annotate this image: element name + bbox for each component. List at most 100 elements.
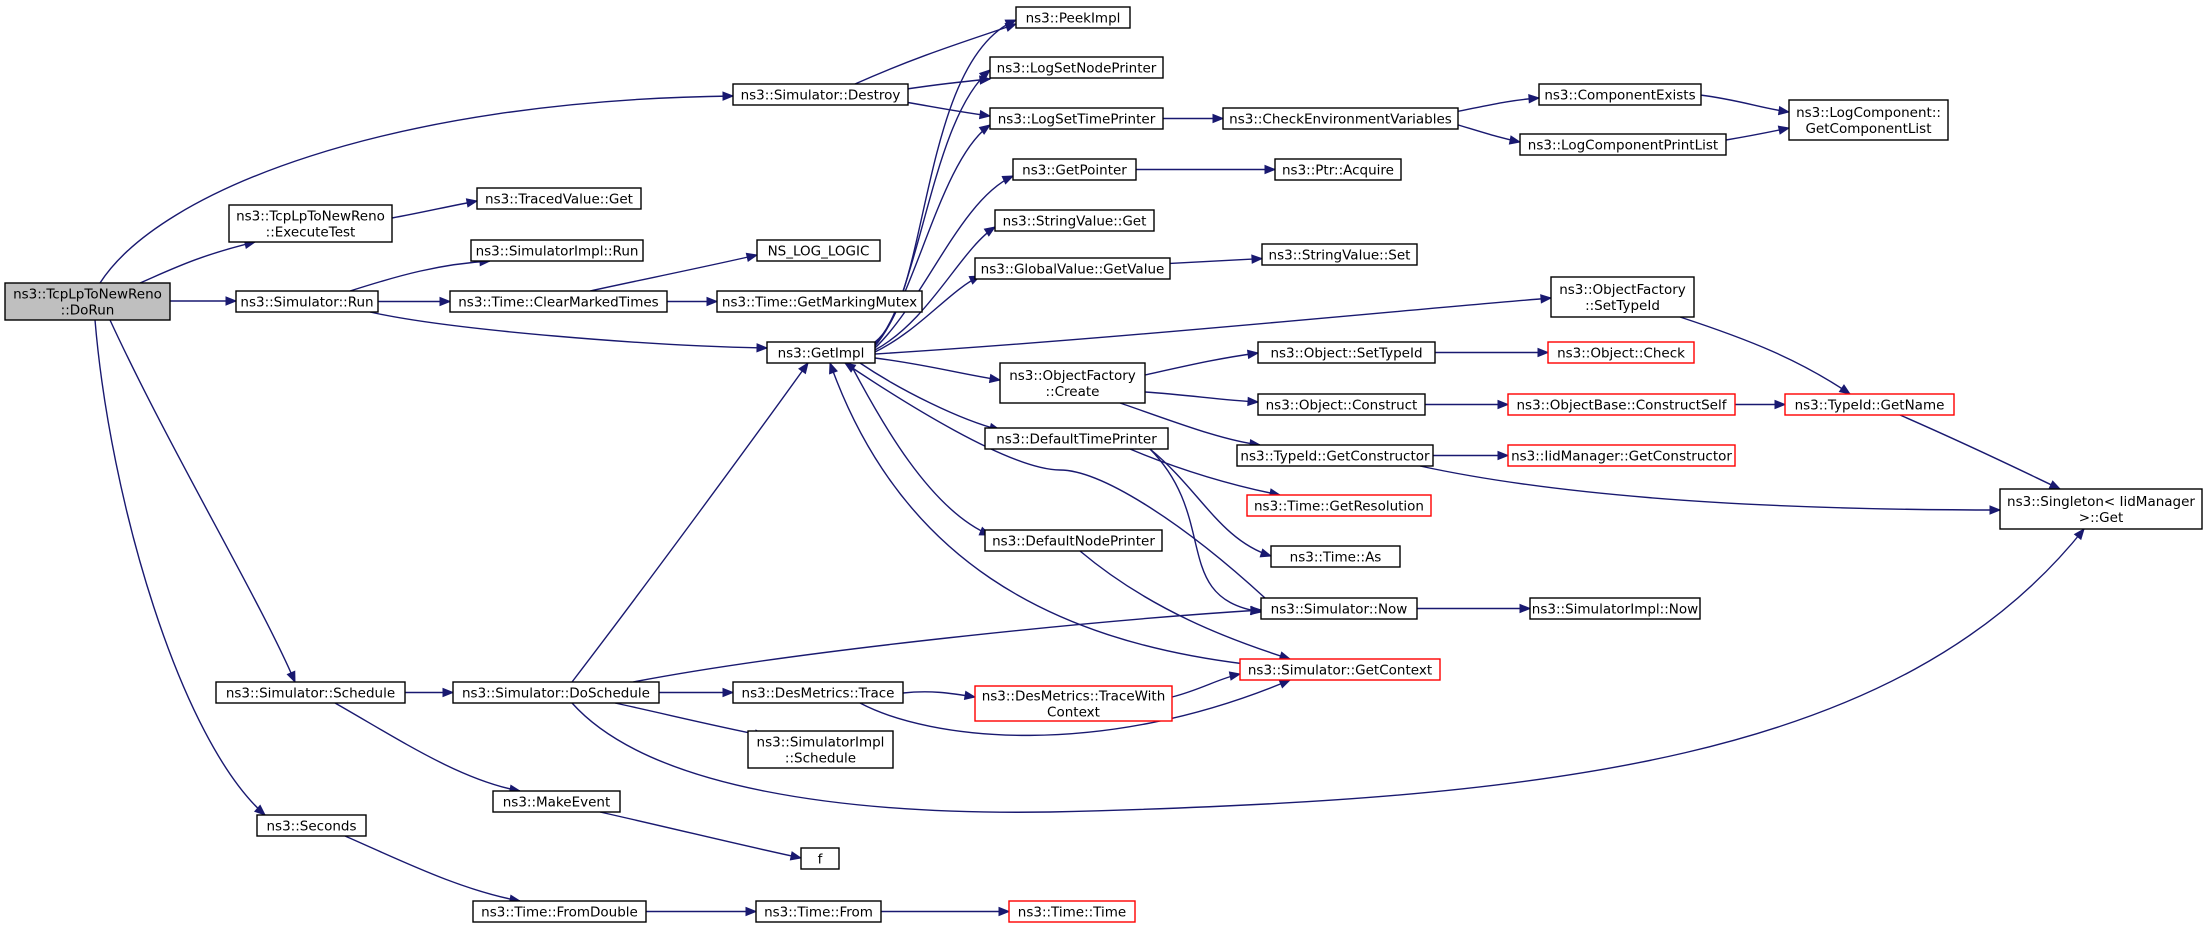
node-ofsettype[interactable]: ns3::ObjectFactory::SetTypeId [1550, 276, 1695, 318]
arrowhead-typeidname-to-singleton [2048, 480, 2062, 490]
node-seconds[interactable]: ns3::Seconds [256, 814, 367, 837]
arrowhead-getcontext-to-getimpl [829, 361, 838, 375]
node-peekimpl[interactable]: ns3::PeekImpl [1015, 6, 1131, 29]
node-timetime[interactable]: ns3::Time::Time [1008, 900, 1136, 923]
arrowhead-getimpl-to-peekimpl [1004, 19, 1018, 29]
edge-simrun-to-simimplrun [349, 260, 491, 292]
node-logprintlist[interactable]: ns3::LogComponentPrintList [1519, 133, 1727, 156]
node-schedule[interactable]: ns3::Simulator::Schedule [215, 681, 406, 704]
node-label-destrace-line-0: ns3::DesMetrics::Trace [742, 686, 895, 702]
node-iidctor[interactable]: ns3::IidManager::GetConstructor [1507, 444, 1736, 467]
node-ptracquire[interactable]: ns3::Ptr::Acquire [1274, 158, 1402, 181]
node-constructself[interactable]: ns3::ObjectBase::ConstructSelf [1507, 393, 1736, 416]
node-f[interactable]: f [800, 847, 840, 870]
node-markingmutex[interactable]: ns3::Time::GetMarkingMutex [716, 290, 923, 313]
edge-getimpl-to-defnode [849, 362, 991, 536]
node-getcomplist[interactable]: ns3::LogComponent::GetComponentList [1788, 99, 1949, 141]
node-fromdouble[interactable]: ns3::Time::FromDouble [472, 900, 647, 923]
edge-ofsettype-to-typeidname [1679, 316, 1851, 395]
node-getcontext[interactable]: ns3::Simulator::GetContext [1239, 658, 1441, 681]
node-label-getimpl-line-0: ns3::GetImpl [778, 346, 865, 362]
node-box-schedule [215, 681, 406, 704]
node-box-getcontext [1239, 658, 1441, 681]
node-destrace[interactable]: ns3::DesMetrics::Trace [732, 681, 904, 704]
node-doschedule[interactable]: ns3::Simulator::DoSchedule [452, 681, 660, 704]
node-label-objsettype-line-0: ns3::Object::SetTypeId [1270, 346, 1422, 362]
arrowhead-checkenv-to-logprintlist [1508, 135, 1522, 145]
edge-dorun-to-schedule [109, 319, 296, 683]
node-simimplrun[interactable]: ns3::SimulatorImpl::Run [470, 239, 644, 262]
node-typeidname[interactable]: ns3::TypeId::GetName [1784, 393, 1955, 416]
edge-dorun-to-destroy [99, 95, 734, 284]
node-getres[interactable]: ns3::Time::GetResolution [1246, 494, 1432, 517]
node-box-destroy [732, 83, 909, 106]
node-label-logtime-line-0: ns3::LogSetTimePrinter [998, 112, 1156, 128]
node-box-objconstruct [1257, 393, 1426, 416]
node-objsettype[interactable]: ns3::Object::SetTypeId [1257, 341, 1436, 364]
node-box-strset [1261, 243, 1418, 266]
arrowhead-logprintlist-to-getcomplist [1777, 125, 1791, 135]
arrowhead-schedule-to-doschedule [442, 687, 455, 698]
arrowhead-dorun-to-simrun [225, 296, 238, 306]
node-ofcreate[interactable]: ns3::ObjectFactory::Create [999, 362, 1146, 404]
node-label-ptracquire-line-0: ns3::Ptr::Acquire [1282, 163, 1394, 179]
node-strget[interactable]: ns3::StringValue::Get [994, 209, 1155, 232]
node-simnow[interactable]: ns3::Simulator::Now [1260, 597, 1418, 620]
node-singleton[interactable]: ns3::Singleton< IidManager>::Get [1999, 488, 2203, 530]
node-simrun[interactable]: ns3::Simulator::Run [235, 290, 379, 313]
arrowhead-globalget-to-strset [1251, 254, 1264, 264]
node-box-strget [994, 209, 1155, 232]
node-defnode[interactable]: ns3::DefaultNodePrinter [984, 529, 1163, 552]
node-destroy[interactable]: ns3::Simulator::Destroy [732, 83, 909, 106]
arrowhead-clearmarked-to-markingmutex [706, 296, 719, 307]
edge-checkenv-to-compexists [1454, 97, 1540, 113]
node-strset[interactable]: ns3::StringValue::Set [1261, 243, 1418, 266]
node-compexists[interactable]: ns3::ComponentExists [1538, 83, 1702, 106]
node-box-singleton [1999, 488, 2203, 530]
arrowhead-constructself-to-typeidname [1774, 399, 1787, 410]
node-label-deftime-line-0: ns3::DefaultTimePrinter [996, 432, 1157, 448]
node-objcheck[interactable]: ns3::Object::Check [1547, 341, 1695, 364]
edge-dorun-to-executetest [139, 241, 256, 284]
arrowhead-doschedule-to-simnow [1250, 605, 1263, 616]
node-getpointer[interactable]: ns3::GetPointer [1012, 158, 1137, 181]
node-lognode[interactable]: ns3::LogSetNodePrinter [989, 56, 1164, 79]
node-checkenv[interactable]: ns3::CheckEnvironmentVariables [1222, 107, 1459, 130]
edge-makeevent-to-f [599, 811, 802, 859]
node-label-markingmutex-line-0: ns3::Time::GetMarkingMutex [722, 295, 917, 311]
edge-deftime-to-timeas [1149, 448, 1272, 557]
edge-doschedule-to-simimplsched [614, 702, 766, 737]
node-typeidctor[interactable]: ns3::TypeId::GetConstructor [1236, 444, 1434, 467]
node-box-seconds [256, 814, 367, 837]
node-label-strset-line-0: ns3::StringValue::Set [1269, 248, 1411, 264]
edge-typeidname-to-singleton [1899, 414, 2061, 490]
arrowhead-fromdouble-to-timefrom [745, 906, 758, 917]
node-box-timetime [1008, 900, 1136, 923]
node-box-checkenv [1222, 107, 1459, 130]
node-label-singleton-line-1: >::Get [2079, 510, 2123, 526]
node-simimplnow[interactable]: ns3::SimulatorImpl::Now [1529, 597, 1701, 620]
node-box-simimplrun [470, 239, 644, 262]
node-deftime[interactable]: ns3::DefaultTimePrinter [984, 427, 1169, 450]
node-clearmarked[interactable]: ns3::Time::ClearMarkedTimes [449, 290, 668, 313]
node-globalget[interactable]: ns3::GlobalValue::GetValue [974, 257, 1171, 280]
node-timefrom[interactable]: ns3::Time::From [755, 900, 882, 923]
node-dorun[interactable]: ns3::TcpLpToNewReno::DoRun [4, 282, 171, 321]
node-simimplsched[interactable]: ns3::SimulatorImpl::Schedule [747, 730, 894, 769]
node-logtime[interactable]: ns3::LogSetTimePrinter [989, 107, 1164, 130]
node-getimpl[interactable]: ns3::GetImpl [766, 341, 876, 364]
node-timeas[interactable]: ns3::Time::As [1270, 545, 1401, 568]
node-makeevent[interactable]: ns3::MakeEvent [492, 790, 621, 813]
node-label-typeidname-line-0: ns3::TypeId::GetName [1795, 398, 1945, 414]
edge-destroy-to-logtime [904, 101, 991, 117]
node-box-typeidctor [1236, 444, 1434, 467]
node-box-globalget [974, 257, 1171, 280]
arrowhead-ofsettype-to-typeidname [1838, 384, 1852, 395]
node-nslog[interactable]: NS_LOG_LOGIC [756, 239, 881, 262]
node-label-simnow-line-0: ns3::Simulator::Now [1271, 602, 1408, 618]
node-tracedvalueget[interactable]: ns3::TracedValue::Get [476, 187, 642, 210]
node-objconstruct[interactable]: ns3::Object::Construct [1257, 393, 1426, 416]
node-executetest[interactable]: ns3::TcpLpToNewReno::ExecuteTest [228, 204, 393, 243]
node-box-getcomplist [1788, 99, 1949, 141]
